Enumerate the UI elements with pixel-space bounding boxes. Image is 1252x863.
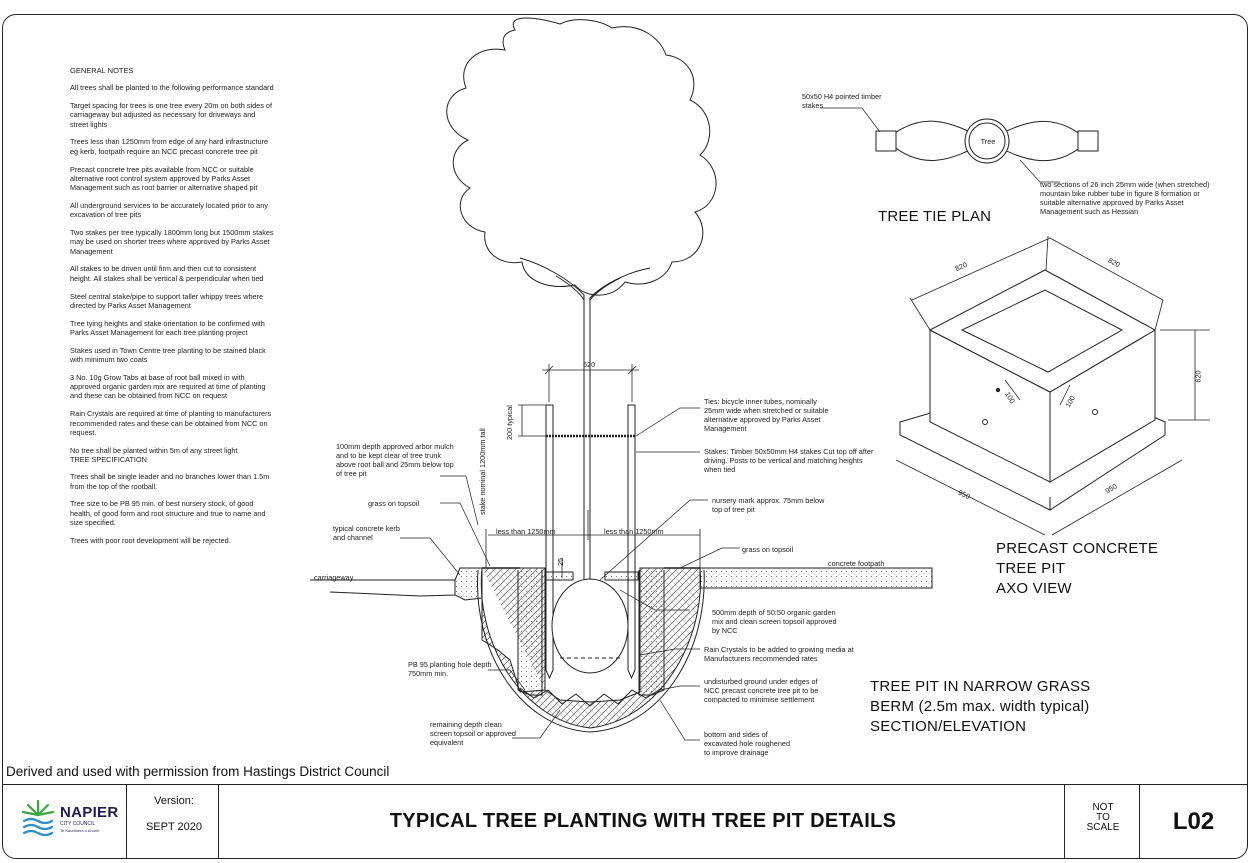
scale-line-2: TO <box>1096 812 1110 823</box>
spec-item: Trees with poor root development will be… <box>70 535 231 545</box>
spec-item: Tree size to be PB 95 min. of best nurse… <box>70 499 266 527</box>
logo-sub: CITY COUNCIL <box>60 821 96 827</box>
general-notes-title: GENERAL NOTES <box>70 66 134 75</box>
note-item: All stakes to be driven until firm and t… <box>70 264 264 283</box>
note-item: Tree tying heights and stake orientation… <box>70 318 265 337</box>
section-title-1: TREE PIT IN NARROW GRASS <box>870 678 1091 695</box>
section-title-2: BERM (2.5m max. width typical) <box>870 698 1090 715</box>
stake-nominal-label: stake nominal 1200mm tall <box>478 428 487 515</box>
scale-cell <box>1064 785 1140 858</box>
dim-less-than <box>485 510 701 578</box>
logo-cell: NAPIER CITY COUNCIL Te Kaunihera o Ahuri… <box>2 785 127 858</box>
remaining-label: remaining depth clean screen topsoil or … <box>430 720 516 747</box>
axo-title-2: TREE PIT <box>996 560 1066 577</box>
drawing-code: L02 <box>1172 807 1215 835</box>
logo-name: NAPIER <box>60 804 119 821</box>
mulch-label: 100mm depth approved arbor mulch and to … <box>336 442 454 478</box>
tie-plan <box>820 107 1099 183</box>
dim-25-label: 25 <box>556 557 565 566</box>
spec-item: Trees shall be single leader and no bran… <box>70 472 270 491</box>
less-right-label: less than 1250mm <box>604 527 664 536</box>
note-item: All trees shall be planted to the follow… <box>70 83 274 93</box>
scale-line-3: SCALE <box>1086 822 1120 833</box>
note-item: Rain Crystals are required at time of pl… <box>70 409 272 437</box>
drawing-title: TYPICAL TREE PLANTING WITH TREE PIT DETA… <box>389 810 897 832</box>
ground-section <box>310 567 933 733</box>
rain-label: Rain Crystals to be added to growing med… <box>704 645 854 663</box>
organic-label: 500mm depth of 50:50 organic garden mix … <box>712 608 837 635</box>
footpath-label: concrete footpath <box>828 559 885 568</box>
less-left-label: less than 1250mm <box>496 527 556 536</box>
version-cell <box>126 785 219 858</box>
note-item: Precast concrete tree pits available fro… <box>70 164 258 193</box>
napier-logo-icon <box>21 799 55 837</box>
note-item: Target spacing for trees is one tree eve… <box>70 101 272 129</box>
axo-dim-height: 620 <box>1193 370 1203 383</box>
axo-dims <box>895 235 1210 536</box>
tie-plan-title: TREE TIE PLAN <box>878 208 992 225</box>
bottom-label: bottom and sides of excavated hole rough… <box>704 730 791 757</box>
undisturbed-label: undisturbed ground under edges of NCC pr… <box>704 677 819 704</box>
tie-tube-label: two sections of 26 inch 25mm wide (when … <box>1040 180 1210 216</box>
axo-title-3: AXO VIEW <box>996 580 1072 597</box>
version-value: SEPT 2020 <box>145 821 203 833</box>
dim-200 <box>518 404 546 437</box>
note-item: No tree shall be planted within 5m of an… <box>70 445 238 455</box>
grass-left-label: grass on topsoil <box>368 499 420 508</box>
scale-note: NOT TO SCALE <box>1066 803 1140 833</box>
logo-sub2: Te Kaunihera o Ahuriri <box>60 828 100 833</box>
stakes-label: Stakes: Timber 50x50mm H4 stakes Cut top… <box>704 447 874 474</box>
axo-title-1: PRECAST CONCRETE <box>996 540 1159 557</box>
scale-line-1: NOT <box>1092 802 1114 813</box>
drawing-frame <box>2 14 1248 859</box>
title-cell <box>218 785 1065 858</box>
note-item: 3 No. 10g Grow Tabs at base of root ball… <box>70 372 266 401</box>
grass-right-label: grass on topsoil <box>742 545 794 554</box>
general-notes: GENERAL NOTES All trees shall be planted… <box>70 66 275 553</box>
tree-canopy <box>446 17 717 296</box>
title-block: NAPIER CITY COUNCIL Te Kaunihera o Ahuri… <box>2 784 1248 860</box>
note-item: Steel central stake/pipe to support tall… <box>70 291 264 310</box>
pb95-label: PB 95 planting hole depth 750mm min. <box>408 660 492 678</box>
tie-stakes-label: 50x50 H4 pointed timber stakes <box>802 92 882 110</box>
tree-spec-title: TREE SPECIFICATION <box>70 454 147 464</box>
nursery-label: nursery mark approx. 75mm below top of t… <box>712 496 825 514</box>
dim-620-label: 620 <box>583 360 596 369</box>
ties-label: Ties: bicycle inner tubes, nominally 25m… <box>704 397 829 433</box>
dim-620 <box>542 364 639 402</box>
leader-lines <box>400 407 740 741</box>
carriageway-label: carriageway <box>314 573 354 582</box>
tie-tree-label: Tree <box>980 137 996 146</box>
dim-200-label: 200 typical <box>505 405 514 440</box>
kerb-label: typical concrete kerb and channel <box>333 524 400 542</box>
note-item: All underground services to be accuratel… <box>70 200 268 220</box>
note-item: Trees less than 1250mm from edge of any … <box>70 137 269 156</box>
section-title-3: SECTION/ELEVATION <box>870 718 1027 735</box>
tree-trunk <box>519 257 651 580</box>
note-item: Stakes used in Town Centre tree planting… <box>70 345 266 365</box>
note-item: Two stakes per tree typically 1800mm lon… <box>70 228 274 256</box>
version-label: Version: <box>154 795 194 807</box>
axo-pit <box>898 269 1167 511</box>
derived-permission: Derived and used with permission from Ha… <box>6 764 390 779</box>
